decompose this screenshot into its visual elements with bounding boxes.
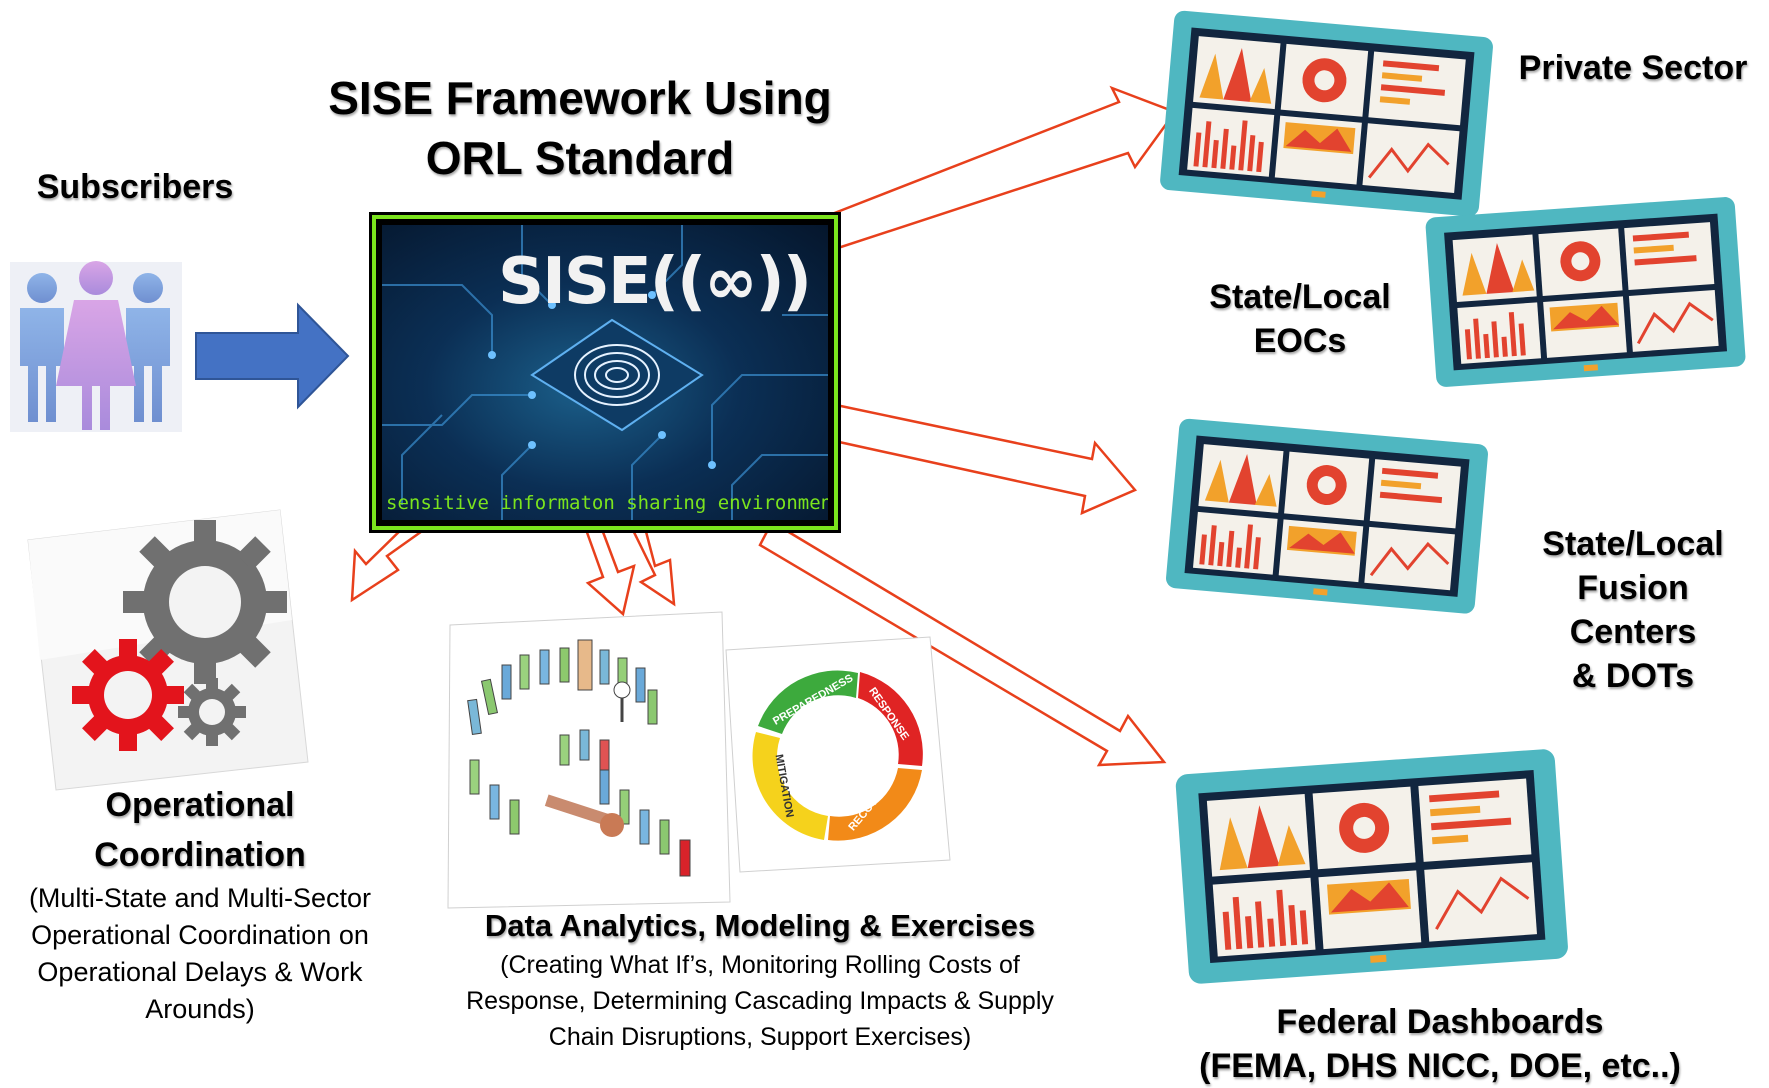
title-line-1: SISE Framework Using [328, 72, 832, 124]
federal-line-1: Federal Dashboards [1276, 1003, 1604, 1041]
preparedness-cycle-image [725, 636, 951, 873]
analytics-desc-3: Chain Disruptions, Support Exercises) [548, 1023, 972, 1051]
fusion-line-2: Fusion Centers [1569, 569, 1697, 651]
analytics-desc-1: (Creating What If’s, Monitoring Rolling … [500, 951, 1020, 979]
arrow-to-analytics-2 [627, 522, 676, 607]
analytics-title: Data Analytics, Modeling & Exercises [484, 908, 1036, 943]
tablet-fusion-centers [1166, 418, 1488, 614]
page-title: SISE Framework Using ORL Standard [300, 68, 860, 188]
operational-desc-4: Arounds) [145, 994, 255, 1024]
gears-icon [27, 509, 309, 791]
data-analytics-block: Data Analytics, Modeling & Exercises (Cr… [440, 905, 1080, 1055]
arrow-to-federal [758, 520, 1167, 767]
tablet-federal-dashboards [1175, 749, 1568, 984]
dominoes-image [447, 611, 731, 909]
tablet-state-local-eocs [1425, 197, 1746, 387]
operational-title-2: Coordination [94, 836, 306, 874]
arrow-to-operational [350, 519, 436, 603]
operational-title-1: Operational [105, 786, 295, 824]
operational-desc-3: Operational Delays & Work [37, 957, 363, 987]
circuit-traces [382, 225, 828, 520]
label-federal-dashboards: Federal Dashboards (FEMA, DHS NICC, DOE,… [1180, 1000, 1700, 1088]
arrow-to-fusion-centers [828, 403, 1138, 516]
eocs-line-1: State/Local [1209, 278, 1391, 316]
federal-line-2: (FEMA, DHS NICC, DOE, etc..) [1199, 1047, 1681, 1085]
sise-circuit-background: SISE((∞)) sensitive informaton sharing e… [382, 225, 828, 520]
title-line-2: ORL Standard [425, 132, 735, 184]
label-state-local-eocs: State/Local EOCs [1190, 275, 1410, 363]
tablet-private-sector [1160, 10, 1493, 217]
sise-logo-panel: SISE((∞)) sensitive informaton sharing e… [372, 215, 838, 530]
operational-desc-1: (Multi-State and Multi-Sector [28, 883, 372, 913]
eocs-line-2: EOCs [1253, 322, 1347, 360]
arrow-to-analytics-1 [582, 522, 636, 617]
sise-tagline: sensitive informaton sharing environment [386, 492, 828, 514]
fusion-line-3: & DOTs [1571, 657, 1695, 695]
label-private-sector: Private Sector [1518, 49, 1748, 87]
operational-desc-2: Operational Coordination on [31, 920, 369, 950]
fusion-line-1: State/Local [1542, 525, 1724, 563]
subscribers-label: Subscribers [36, 168, 234, 206]
subscribers-people-icon [10, 261, 182, 432]
input-arrow [195, 302, 350, 410]
sise-logo-text: SISE((∞)) [497, 245, 812, 319]
arrow-to-private-sector [830, 85, 1177, 250]
operational-coordination-block: Operational Coordination (Multi-State an… [0, 780, 400, 1028]
label-fusion-centers: State/Local Fusion Centers & DOTs [1510, 522, 1756, 698]
analytics-desc-2: Response, Determining Cascading Impacts … [466, 987, 1054, 1015]
